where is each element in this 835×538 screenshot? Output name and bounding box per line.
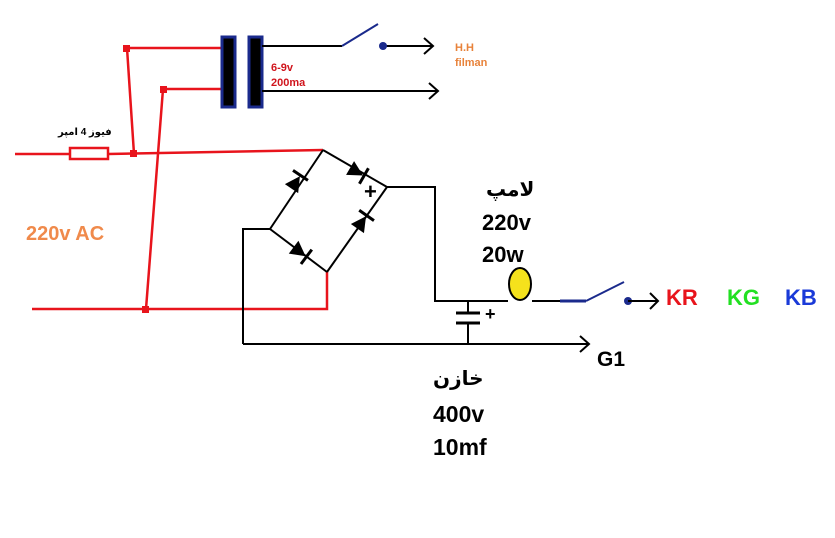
heater-switch: [341, 23, 387, 50]
lamp-name-label: لامپ: [486, 179, 534, 201]
transformer: [220, 35, 264, 109]
dc-wiring: [242, 186, 591, 353]
diode: [288, 240, 314, 265]
fuse-label: فیوز 4 امپر: [57, 127, 112, 138]
junction-dot: [123, 45, 130, 52]
lamp-symbol: [508, 267, 532, 301]
heater-switch-contact: [379, 42, 387, 50]
capacitor: [456, 311, 480, 325]
output-kr-label: KR: [666, 285, 698, 310]
heater-switch-lever: [341, 23, 379, 47]
heater-wiring: [262, 37, 440, 100]
junction-dot: [130, 150, 137, 157]
heater-label-line2: filman: [455, 57, 488, 69]
bridge-plus-sign: +: [364, 179, 377, 204]
output-kg-label: KG: [727, 285, 760, 310]
diode: [350, 209, 375, 234]
heater-arrow-top: [423, 37, 435, 55]
transformer-current-label: 200ma: [271, 77, 306, 89]
capacitor-voltage-label: 400v: [433, 401, 484, 427]
capacitor-plus-sign: +: [485, 304, 496, 324]
lamp-voltage-label: 220v: [482, 210, 532, 235]
output-switch-lever: [585, 281, 625, 302]
bridge-rectifier: +: [269, 149, 388, 273]
ac-line-bottom: [32, 272, 329, 311]
ac-line-after-fuse: [107, 148, 324, 156]
heater-label-line1: H.H: [455, 42, 474, 54]
neutral-tap-to-transformer: [144, 87, 222, 310]
output-arrow: [649, 292, 660, 310]
heater-arrow-bottom: [428, 82, 440, 100]
capacitor-value-label: 10mf: [433, 434, 487, 460]
fuse-tap-to-transformer: [125, 46, 222, 155]
bridge-negative-wire: [242, 228, 270, 344]
output-switch: [560, 281, 660, 310]
transformer-secondary-coil: [247, 35, 264, 109]
diode: [346, 161, 370, 185]
capacitor-name-label: خازن: [433, 368, 484, 390]
junction-dot: [160, 86, 167, 93]
transformer-voltage-label: 6-9v: [271, 62, 294, 74]
diode: [284, 169, 309, 194]
dc-positive-wire: [387, 186, 468, 302]
bridge-edge: [326, 186, 388, 273]
output-kb-label: KB: [785, 285, 817, 310]
junction-dot: [142, 306, 149, 313]
ground-arrow: [579, 335, 591, 353]
output-g1-label: G1: [597, 348, 625, 371]
transformer-primary-coil: [220, 35, 237, 109]
junction-dots: [123, 45, 167, 313]
fuse-symbol: [68, 146, 110, 161]
lamp-power-label: 20w: [482, 242, 524, 267]
ac-input-label: 220v AC: [26, 223, 104, 245]
